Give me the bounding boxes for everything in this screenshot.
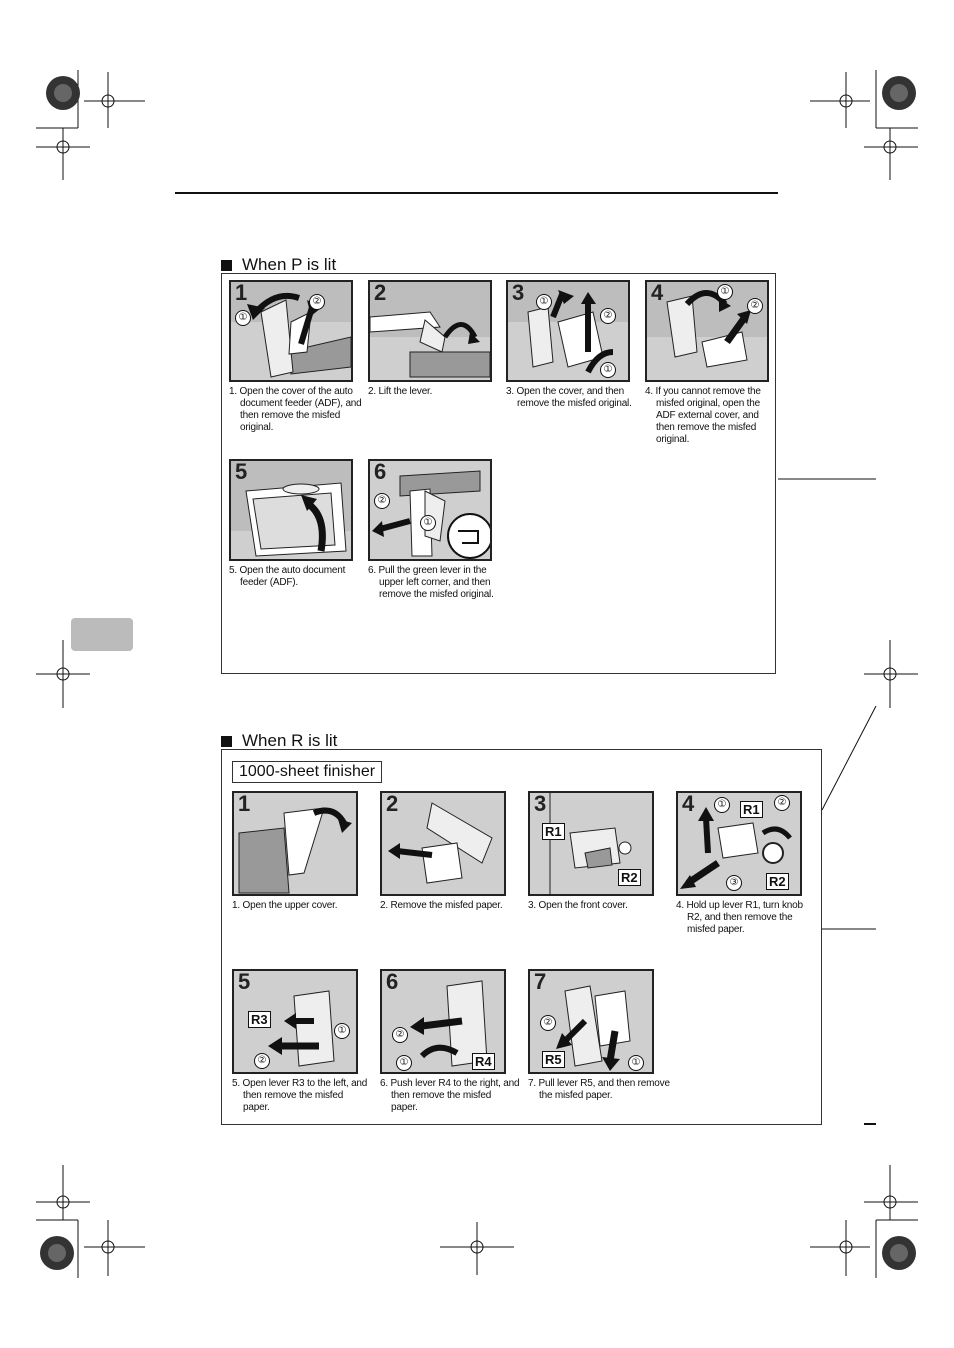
p-step-1-number: 1 — [235, 280, 248, 305]
r-step-7-tag-r5: R5 — [542, 1051, 565, 1068]
p-step-4-number: 4 — [651, 280, 664, 305]
p-step-6-callout-2: ① — [420, 515, 436, 531]
lever-r3-illustration-icon — [234, 971, 356, 1072]
square-bullet-icon — [221, 259, 232, 271]
r-step-6-illustration: 6 R4 ② ① — [380, 969, 506, 1074]
r-step-4-number: 4 — [682, 791, 695, 816]
p-step-3-callout-3: ① — [600, 362, 616, 378]
r-step-4-tag-r2: R2 — [766, 873, 789, 890]
p-step-6-number: 6 — [374, 459, 387, 484]
chapter-tab — [71, 618, 133, 651]
r-step-3-tag-r1: R1 — [542, 823, 565, 840]
r-step-6-tag-r4: R4 — [472, 1053, 495, 1070]
r-step-4-caption: 4. Hold up lever R1, turn knob R2, and t… — [676, 900, 803, 935]
finisher-subheading: 1000-sheet finisher — [232, 761, 383, 783]
r-step-3-number: 3 — [534, 791, 547, 816]
section-r-frame — [221, 749, 822, 1125]
r-step-7: 7 R5 ② ① 7. Pull lever R5, and then remo… — [528, 969, 678, 1102]
p-step-3-illustration: 3 ① ② ① — [506, 280, 630, 382]
r-step-7-number: 7 — [534, 969, 547, 994]
r-step-7-illustration: 7 R5 ② ① — [528, 969, 654, 1074]
p-step-1-illustration: 1 ① ② — [229, 280, 353, 382]
r-step-5-caption: 5. Open lever R3 to the left, and then r… — [232, 1078, 368, 1113]
green-lever-illustration-icon — [370, 461, 490, 559]
r-step-1-caption: 1. Open the upper cover. — [232, 900, 338, 911]
lift-lever-illustration-icon — [370, 311, 490, 380]
r-step-4-callout-2: ② — [774, 795, 790, 811]
registration-disc-icon — [40, 76, 916, 1270]
r-step-6: 6 R4 ② ① 6. Push lever R4 to the right, … — [380, 969, 520, 1114]
p-step-4-illustration: 4 ① ② — [645, 280, 769, 382]
p-step-2-caption: 2. Lift the lever. — [368, 386, 433, 397]
r-step-5: 5 R3 ① ② 5. Open lever R3 to the left, a… — [232, 969, 372, 1114]
r-step-2-caption: 2. Remove the misfed paper. — [380, 900, 503, 911]
p-step-3-callout-2: ② — [600, 308, 616, 324]
r-step-3: 3 R1 R2 3. Open the front cover. — [528, 791, 668, 912]
r-step-5-illustration: 5 R3 ① ② — [232, 969, 358, 1074]
p-step-1-callout-1: ① — [235, 310, 251, 326]
p-step-6-illustration: 6 ② ① — [368, 459, 492, 561]
r-step-6-number: 6 — [386, 969, 399, 994]
p-step-4: 4 ① ② 4. If you cannot remove the misfed… — [645, 280, 775, 446]
p-step-2: 2 2. Lift the lever. — [368, 280, 498, 398]
r-step-3-illustration: 3 R1 R2 — [528, 791, 654, 896]
p-step-5-caption: 5. Open the auto document feeder (ADF). — [229, 565, 346, 588]
r-step-2: 2 2. Remove the misfed paper. — [380, 791, 520, 912]
p-step-1-callout-2: ② — [309, 294, 325, 310]
p-step-4-caption: 4. If you cannot remove the misfed origi… — [645, 386, 761, 445]
r-step-4-callout-3: ③ — [726, 875, 742, 891]
r-step-1: 1 1. Open the upper cover. — [232, 791, 372, 912]
upper-cover-open-illustration-icon — [234, 793, 356, 894]
r-step-4-illustration: 4 R1 R2 ① ② ③ — [676, 791, 802, 896]
p-step-1: 1 ① ② 1. Open the cover of the auto docu… — [229, 280, 369, 434]
header-rule — [175, 192, 778, 194]
r-step-5-number: 5 — [238, 969, 251, 994]
section-heading-r-text: When R is lit — [242, 731, 338, 750]
r-step-7-callout-2: ① — [628, 1055, 644, 1071]
section-p-frame — [221, 273, 776, 674]
p-step-1-caption: 1. Open the cover of the auto document f… — [229, 386, 362, 433]
r-step-3-tag-r2: R2 — [618, 869, 641, 886]
r-step-4-callout-1: ① — [714, 797, 730, 813]
adf-open-illustration-icon — [231, 482, 351, 559]
p-step-6: 6 ② ① 6. Pull the green lever in the upp… — [368, 459, 498, 601]
r-step-4-tag-r1: R1 — [740, 801, 763, 818]
r-step-6-caption: 6. Push lever R4 to the right, and then … — [380, 1078, 520, 1113]
p-step-2-illustration: 2 — [368, 280, 492, 382]
r-step-5-callout-2: ② — [254, 1053, 270, 1069]
p-step-3: 3 ① ② ① 3. Open the cover, and then remo… — [506, 280, 636, 410]
section-heading-p: When P is lit — [221, 255, 336, 275]
r-step-7-callout-1: ② — [540, 1015, 556, 1031]
r-step-7-caption: 7. Pull lever R5, and then remove the mi… — [528, 1078, 670, 1101]
adf-cover-open-illustration-icon — [231, 292, 351, 380]
r-step-2-number: 2 — [386, 791, 399, 816]
p-step-3-number: 3 — [512, 280, 525, 305]
section-heading-r: When R is lit — [221, 731, 337, 751]
p-step-3-caption: 3. Open the cover, and then remove the m… — [506, 386, 632, 409]
p-step-4-callout-1: ① — [717, 284, 733, 300]
r-step-5-tag-r3: R3 — [248, 1011, 271, 1028]
p-step-6-caption: 6. Pull the green lever in the upper lef… — [368, 565, 494, 600]
r-step-3-caption: 3. Open the front cover. — [528, 900, 628, 911]
p-step-5-number: 5 — [235, 459, 248, 484]
adf-external-cover-illustration-icon — [647, 290, 767, 380]
r-step-6-callout-2: ① — [396, 1055, 412, 1071]
section-heading-p-text: When P is lit — [242, 255, 337, 274]
p-step-6-callout-1: ② — [374, 493, 390, 509]
r-step-4: 4 R1 R2 ① ② ③ 4. Hold up lever R1, turn … — [676, 791, 816, 936]
p-step-2-number: 2 — [374, 280, 387, 305]
r-step-5-callout-1: ① — [334, 1023, 350, 1039]
p-step-5: 5 5. Open the auto document feeder (ADF)… — [229, 459, 369, 589]
r-step-2-illustration: 2 — [380, 791, 506, 896]
r-step-1-illustration: 1 — [232, 791, 358, 896]
p-step-3-callout-1: ① — [536, 294, 552, 310]
r-step-6-callout-1: ② — [392, 1027, 408, 1043]
square-bullet-icon — [221, 735, 232, 747]
p-step-5-illustration: 5 — [229, 459, 353, 561]
p-step-4-callout-2: ② — [747, 298, 763, 314]
r-step-1-number: 1 — [238, 791, 251, 816]
remove-misfed-paper-illustration-icon — [382, 793, 504, 894]
